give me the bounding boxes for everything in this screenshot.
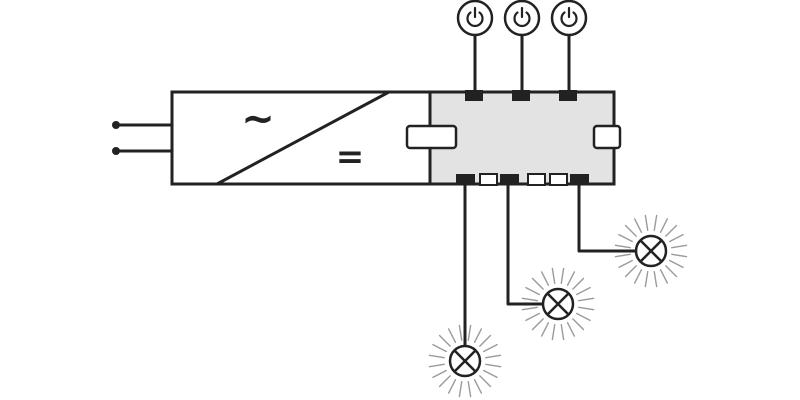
- empty-port-3: [549, 173, 568, 186]
- lamp-port-3: [570, 174, 589, 185]
- lamp-3: [577, 183, 688, 288]
- distribution-hub: [405, 90, 622, 186]
- input-terminal-2: [112, 147, 120, 155]
- empty-port-1: [479, 173, 498, 186]
- lamp-icon: [541, 287, 575, 321]
- dc-symbol: =: [336, 137, 365, 177]
- hub-input-connector: [405, 124, 458, 150]
- lamp-port-2: [500, 174, 519, 185]
- ac-symbol: ~: [241, 96, 275, 142]
- switch-1: [456, 0, 494, 94]
- hub-side-connector: [592, 124, 622, 150]
- mains-input: [112, 121, 174, 155]
- hub-box: [428, 90, 616, 186]
- input-terminal-1: [112, 121, 120, 129]
- converter-diagonal: [215, 90, 391, 186]
- switch-port-2: [512, 90, 530, 101]
- lamps: [428, 183, 688, 398]
- switches: [456, 0, 588, 94]
- lamp-2: [506, 183, 595, 341]
- switch-port-1: [465, 90, 483, 101]
- glow-rays: [428, 324, 502, 398]
- lamp-icon: [634, 234, 668, 268]
- lamp-wire: [577, 183, 638, 253]
- switch-port-3: [559, 90, 577, 101]
- switch-3: [550, 0, 588, 94]
- power-icon: [466, 6, 484, 28]
- power-supply: ~ =: [170, 90, 432, 186]
- power-icon: [560, 6, 578, 28]
- lamp-port-1: [456, 174, 475, 185]
- lamp-wire: [506, 183, 545, 306]
- lamp-1: [428, 183, 502, 398]
- glow-rays: [521, 267, 595, 341]
- empty-port-2: [527, 173, 546, 186]
- lamp-icon: [448, 344, 482, 378]
- switch-2: [503, 0, 541, 94]
- glow-rays: [614, 214, 688, 288]
- power-icon: [513, 6, 531, 28]
